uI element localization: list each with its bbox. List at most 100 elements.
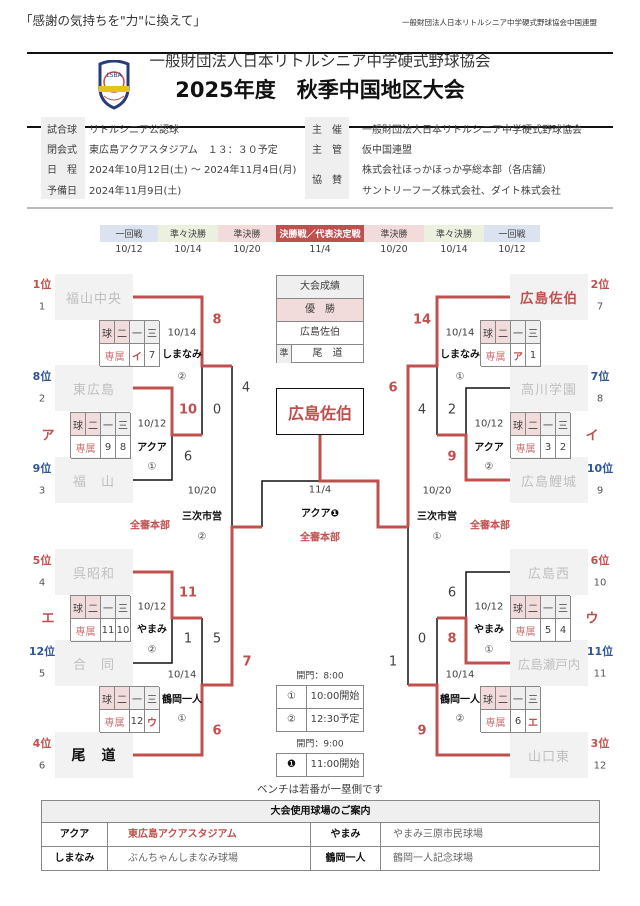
venue-key: アクア [42, 823, 108, 846]
score: 7 [242, 654, 252, 670]
rank-label: 9位 [32, 462, 52, 475]
umpire-cell: 9 [101, 436, 116, 459]
score: 8 [447, 631, 457, 647]
gate-time: 開門：9:00 [296, 739, 344, 750]
seed-number: 11 [593, 668, 607, 680]
info-label-bg [305, 117, 349, 199]
umpire-cell: ア [511, 344, 526, 367]
slot-number: ② [277, 709, 307, 731]
umpire-cell: 一 [511, 687, 526, 710]
sponsor-value: 株式会社ほっかほっか亭総本部（各店舗） [362, 165, 552, 176]
rank-label: 3位 [590, 737, 610, 750]
team-box: 広島鯉城 [510, 457, 588, 503]
match-venue: 鶴岡一人 [162, 694, 202, 706]
match-slot: ② [197, 531, 207, 543]
umpire-cell: 11 [101, 619, 116, 642]
venue-key: しまなみ [42, 847, 108, 870]
group-label: イ [585, 428, 599, 444]
winner-label: 優 勝 [277, 299, 363, 322]
venue-table: 大会使用球場のご案内 アクア 東広島アクアスタジアム やまみ やまみ三原市民球場… [41, 800, 600, 871]
match-date: 10/14 [445, 327, 475, 339]
score: 5 [212, 631, 222, 647]
info-value: リトルシニア公認球 [89, 125, 179, 136]
match-venue: アクア [474, 442, 504, 454]
round-header: 準々決勝 [424, 225, 484, 242]
umpire-cell: 球 [481, 687, 496, 710]
umpire-cell: 12 [130, 710, 145, 733]
match-venue: アクア [137, 442, 167, 454]
umpire-cell: 一 [541, 413, 556, 436]
round-date: 10/20 [233, 244, 261, 255]
umpire-cell: 専属 [511, 619, 541, 642]
score: 2 [447, 402, 457, 418]
round-date: 11/4 [309, 244, 331, 255]
umpire-cell: 球 [71, 413, 86, 436]
score: 4 [241, 380, 251, 396]
round-header: 準決勝 [364, 225, 424, 242]
score: 6 [447, 585, 457, 601]
winner-line [133, 386, 202, 437]
group-label: ア [41, 428, 55, 444]
score: 6 [388, 380, 398, 396]
seed-number: 6 [38, 760, 46, 772]
logo: LSBA [96, 59, 132, 110]
rank-label: 12位 [28, 645, 56, 658]
umpire-cell: 三 [145, 687, 160, 710]
venue-key: 鶴岡一人 [311, 847, 381, 870]
match-venue: 三次市営 [182, 511, 222, 523]
umpire-cell: 4 [556, 619, 571, 642]
umpire-cell: 三 [116, 413, 131, 436]
score: 9 [447, 449, 457, 465]
score: 6 [183, 449, 193, 465]
info-label: 試合球 [47, 125, 77, 136]
umpire-cell: 二 [115, 687, 130, 710]
umpire-cell: 球 [511, 596, 526, 619]
info-label: 閉会式 [47, 145, 77, 156]
divider [27, 207, 613, 209]
match-slot: ② [455, 713, 465, 725]
round-header: 一回戦 [484, 225, 540, 242]
umpire-cell: 専属 [71, 619, 101, 642]
umpire-cell: 二 [86, 596, 101, 619]
umpire-cell: 1 [526, 344, 541, 367]
rank-label: 1位 [32, 278, 52, 291]
round-date: 10/20 [380, 244, 408, 255]
round-date: 10/14 [174, 244, 202, 255]
group-label: ウ [585, 611, 599, 627]
team-box: 山口東 [510, 732, 588, 778]
umpire-cell: 一 [101, 596, 116, 619]
winner-line [406, 295, 510, 527]
match-venue: アクア❶ [301, 508, 339, 520]
umpire-assignment: 全審本部 [130, 520, 170, 532]
bracket-line [133, 435, 173, 481]
winner-line [133, 570, 202, 620]
info-label: 日 程 [47, 165, 77, 176]
team-box: 広島西 [510, 549, 588, 595]
match-venue: やまみ [474, 624, 504, 636]
match-date: 10/12 [137, 418, 167, 430]
host-label: 主 催 [312, 125, 342, 136]
slot-number: ❶ [277, 754, 307, 776]
match-venue: しまなみ [162, 349, 202, 361]
bench-note: ベンチは若番が一塁側です [257, 783, 383, 796]
umpire-assignment: 全審本部 [300, 532, 340, 544]
venue-key: やまみ [311, 823, 381, 846]
slot-time: 11:00開始 [310, 759, 360, 770]
champion-box: 広島佐伯 [276, 388, 364, 435]
rank-label: 2位 [590, 278, 610, 291]
bracket-line [133, 618, 173, 664]
round-date: 10/14 [440, 244, 468, 255]
match-slot: ② [177, 371, 187, 383]
umpire-cell: 二 [115, 321, 130, 344]
umpire-cell: 専属 [511, 436, 541, 459]
seed-number: 9 [596, 485, 604, 497]
match-slot: ① [455, 371, 465, 383]
umpire-cell: 3 [541, 436, 556, 459]
umpire-cell: イ [130, 344, 145, 367]
